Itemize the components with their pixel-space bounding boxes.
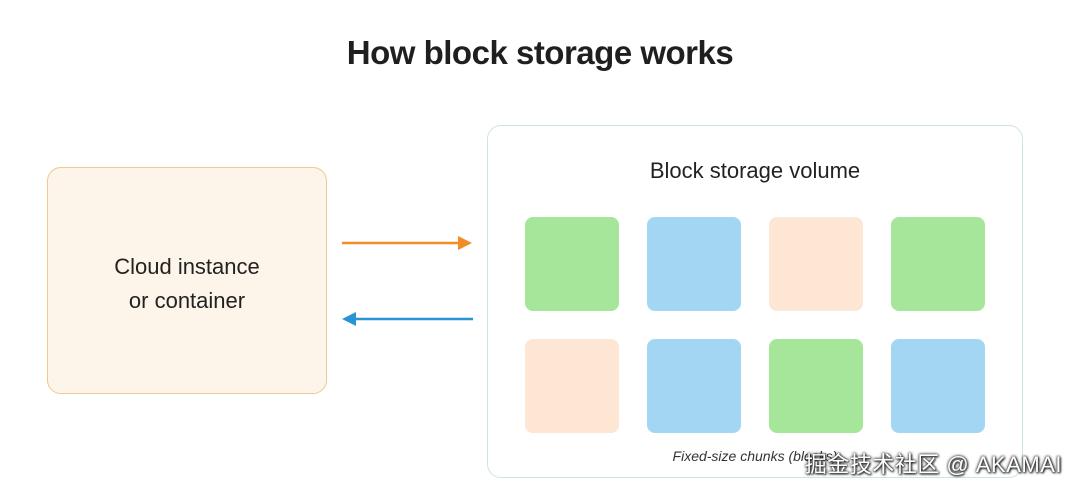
storage-block-green — [525, 217, 619, 311]
block-storage-volume: Block storage volume Fixed-size chunks (… — [487, 125, 1023, 478]
diagram-title: How block storage works — [346, 34, 734, 71]
write-arrow — [342, 236, 472, 250]
watermark: 掘金技术社区 @ AKAMAI — [804, 452, 1062, 477]
storage-block-green — [769, 339, 863, 433]
read-arrow — [342, 312, 473, 326]
blocks-caption: Fixed-size chunks (blocks) — [672, 448, 838, 464]
storage-block-peach — [525, 339, 619, 433]
storage-block-green — [891, 217, 985, 311]
volume-title: Block storage volume — [649, 158, 861, 183]
data-flow-arrows — [342, 236, 473, 326]
cloud-instance-box: Cloud instance or container — [47, 167, 327, 394]
storage-block-blue — [647, 339, 741, 433]
cloud-instance-label: Cloud instance or container — [114, 254, 260, 313]
storage-block-blue — [647, 217, 741, 311]
storage-block-peach — [769, 217, 863, 311]
storage-block-blue — [891, 339, 985, 433]
